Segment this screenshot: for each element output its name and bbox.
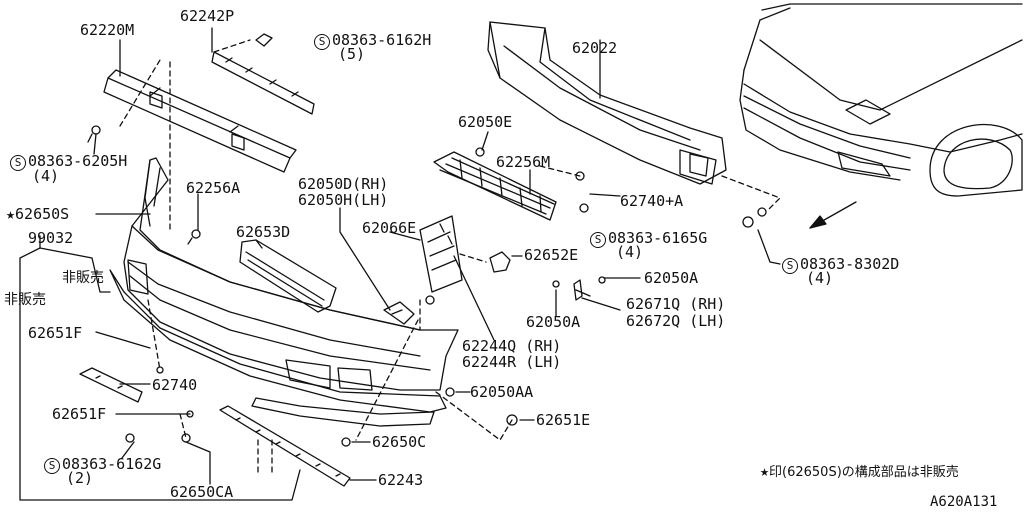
label-62050E: 62050E [458,113,513,131]
label-62242P: 62242P [180,7,235,25]
star-icon: ★ [6,205,16,223]
part-62022-absorber [487,21,727,185]
label-62650S: ★62650S [6,205,70,223]
label-62651F-upper: 62651F [28,324,83,342]
label-qty-5: (5) [338,45,366,63]
circled-s-icon: S [590,232,606,248]
label-62050AA: 62050AA [470,383,534,401]
fasteners [87,125,767,447]
label-62256A: 62256A [186,179,241,197]
label-99032: 99032 [28,229,74,247]
label-62650C: 62650C [372,433,427,451]
part-lower-spoiler [109,269,447,427]
label-62740: 62740 [152,376,198,394]
star-icon: ★ [760,462,770,480]
label-62651F-lower: 62651F [52,405,107,423]
leader-lines [19,27,781,501]
part-62652E-clip [489,251,511,273]
label-62671Q: 62671Q (RH) [626,295,726,313]
part-62653D-insert [239,239,337,313]
label-62653D: 62653D [236,223,291,241]
label-62050A-left: 62050A [526,313,581,331]
label-qty-4b: (4) [616,243,644,261]
label-62050A-right: 62050A [644,269,699,287]
direction-arrow [809,201,857,229]
label-qty-2: (2) [66,469,94,487]
circled-s-icon: S [314,34,330,50]
label-62220M: 62220M [80,21,135,39]
part-62650S-fascia [123,157,459,391]
label-qty-4c: (4) [806,269,834,287]
label-62243: 62243 [378,471,424,489]
diagram-code: A620A131 [930,494,998,510]
label-62022: 62022 [572,39,618,57]
label-62651E: 62651E [536,411,591,429]
part-62220M-bar [103,69,297,173]
label-62066E: 62066E [362,219,417,237]
label-62256M: 62256M [496,153,551,171]
label-hanbai-upper: 非販売 [62,270,104,286]
part-62671Q-bracket [573,279,591,301]
part-62256M-grille [433,151,557,221]
label-62244Q: 62244Q (RH) [462,337,562,355]
label-hanbai-lower: 非販売 [4,292,46,308]
label-62050D: 62050D(RH) [298,175,389,193]
circled-s-icon: S [10,155,26,171]
car-front-view [739,3,1023,197]
label-qty-4a: (4) [32,167,60,185]
part-62243-strip [219,405,351,487]
label-62650CA: 62650CA [170,483,234,501]
footnote: ★印(62650S)の構成部品は非販売 [760,462,959,480]
circled-s-icon: S [782,258,798,274]
part-62242P-bracket [211,33,315,115]
label-62652E: 62652E [524,246,579,264]
dashed-guides [119,39,781,475]
label-62050H: 62050H(LH) [298,191,389,209]
part-62050D-bracket [383,301,415,325]
label-62672Q: 62672Q (LH) [626,312,726,330]
part-62066E-bracket [419,215,463,293]
label-62740A: 62740+A [620,192,684,210]
part-62740-bracket [79,367,143,403]
circled-s-icon: S [44,458,60,474]
label-62244R: 62244R (LH) [462,353,562,371]
